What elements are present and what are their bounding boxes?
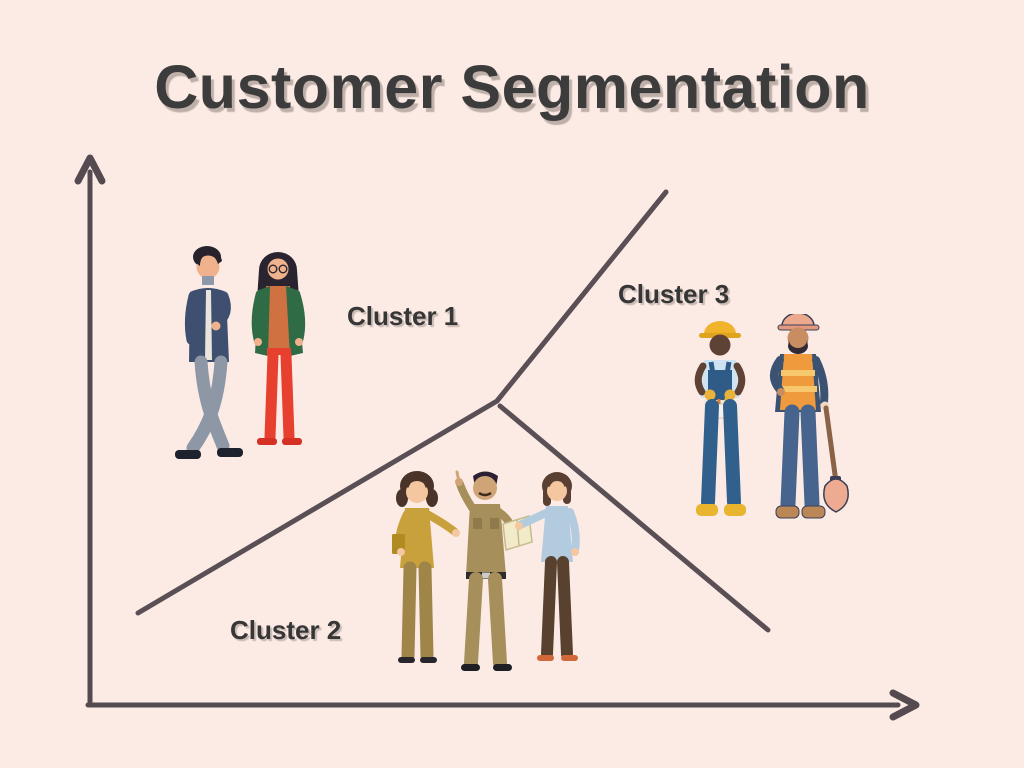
page-title: Customer Segmentation: [154, 53, 870, 121]
construction-workers-illustration: [694, 314, 849, 519]
man-navy-blazer-figure: [175, 246, 243, 459]
man-uniform-figure: [455, 470, 533, 671]
y-axis-icon: [74, 154, 106, 708]
shovel-icon: [823, 405, 849, 513]
worker-overalls-figure: [694, 321, 746, 516]
business-casual-pair-illustration: [175, 246, 306, 459]
worker-vest-figure: [770, 314, 849, 519]
cluster-boundary-lines: [135, 189, 771, 633]
woman-mustard-figure: [392, 471, 460, 663]
woman-blue-blouse-figure: [515, 472, 580, 661]
cluster-3-label: Cluster 3: [618, 279, 730, 309]
cluster-1-label: Cluster 1: [347, 301, 459, 331]
office-team-trio-illustration: [392, 470, 580, 671]
x-axis-icon: [85, 689, 920, 721]
woman-green-blazer-figure: [251, 252, 306, 445]
cluster-2-label: Cluster 2: [230, 615, 342, 645]
